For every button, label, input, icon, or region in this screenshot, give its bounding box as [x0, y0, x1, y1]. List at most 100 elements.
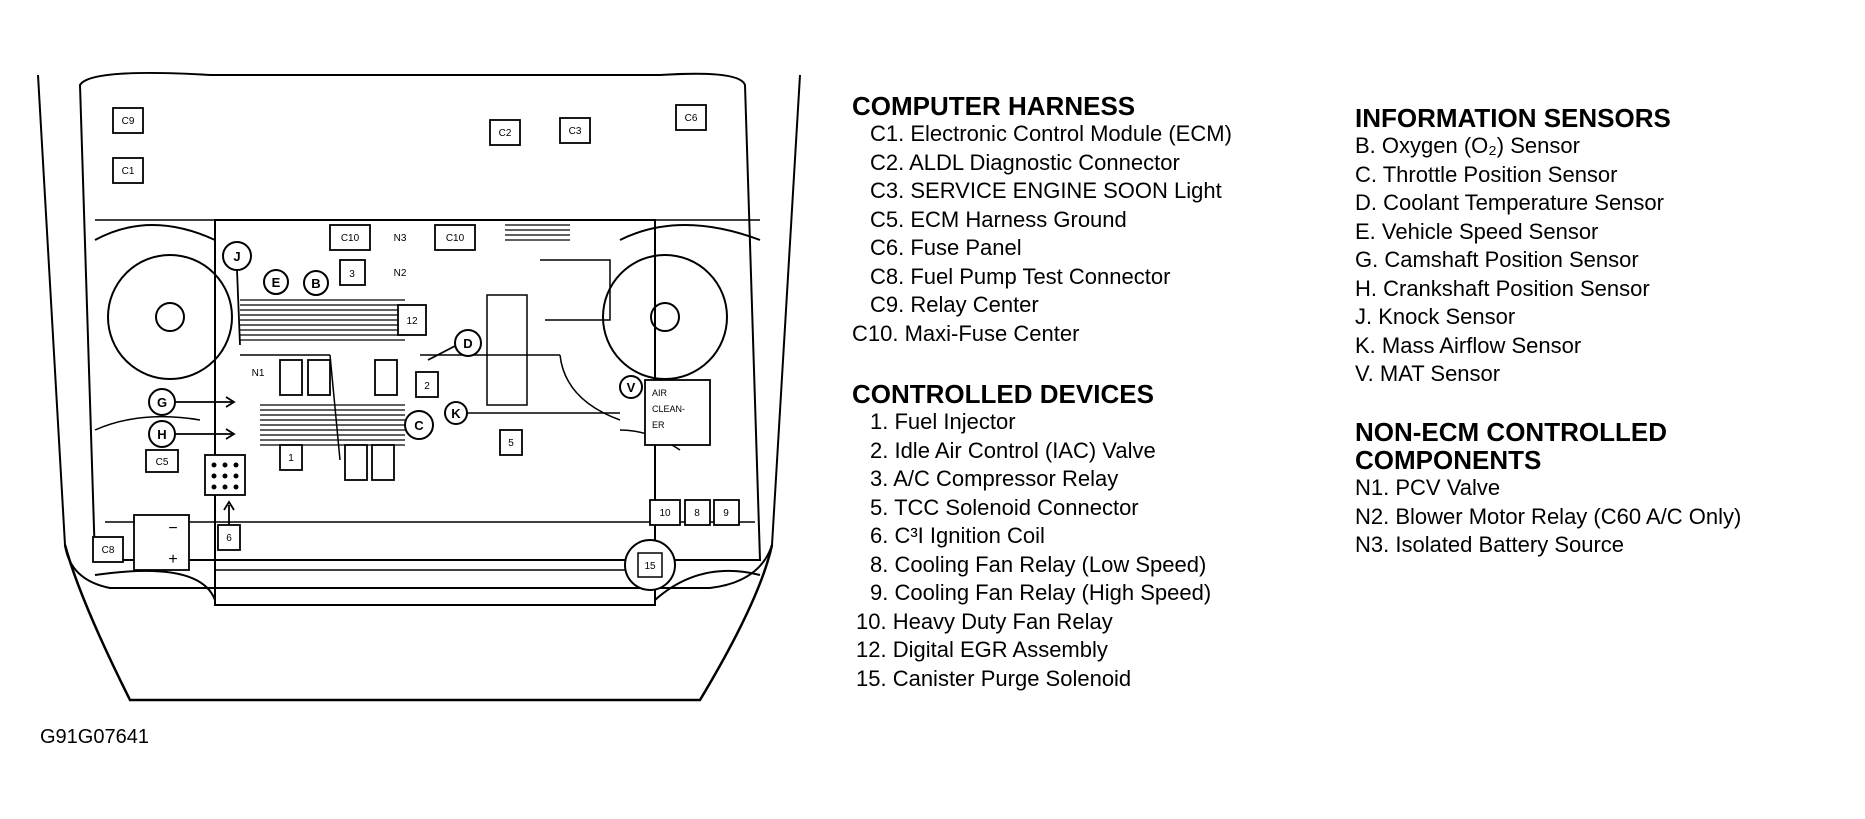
box-c10a [329, 224, 371, 251]
legend-item: 2. Idle Air Control (IAC) Valve [870, 437, 1156, 463]
legend-item: 5. TCC Solenoid Connector [870, 494, 1139, 520]
label-j: J [233, 249, 240, 264]
figure-id: G91G07641 [40, 726, 149, 748]
label-n1: N1 [252, 368, 265, 379]
box-1c [374, 359, 398, 396]
label-c3: C3 [569, 126, 582, 137]
legend-item: 15. Canister Purge Solenoid [856, 665, 1132, 691]
heading-non-ecm-line1: NON-ECM CONTROLLED [1355, 417, 1667, 447]
compartment-outline [78, 72, 762, 561]
legend-item: N3. Isolated Battery Source [1355, 532, 1625, 557]
legend-item: 12. Digital EGR Assembly [856, 637, 1108, 662]
label-9: 9 [723, 508, 729, 519]
box-9 [713, 499, 740, 526]
box-c10b [434, 224, 476, 251]
box-c1 [112, 157, 144, 184]
legend-item: C8. Fuel Pump Test Connector [870, 263, 1171, 289]
box-1e [344, 444, 368, 481]
heading-information-sensors: INFORMATION SENSORS [1355, 103, 1671, 133]
legend-item: C5. ECM Harness Ground [870, 206, 1127, 232]
box-2 [415, 371, 439, 398]
legend-information-sensors: INFORMATION SENSORS B. Oxygen (O₂) Senso… [1355, 104, 1671, 389]
label-c5: C5 [156, 457, 169, 468]
legend-item: C6. Fuse Panel [870, 235, 1022, 260]
label-n2: N2 [394, 268, 407, 279]
legend-non-ecm: NON-ECM CONTROLLED COMPONENTS N1. PCV Va… [1355, 418, 1741, 560]
legend-item: 10. Heavy Duty Fan Relay [856, 608, 1113, 634]
legend-item: C. Throttle Position Sensor [1355, 161, 1618, 187]
legend-item: 8. Cooling Fan Relay (Low Speed) [870, 551, 1207, 577]
heading-computer-harness: COMPUTER HARNESS [852, 91, 1136, 121]
label-2: 2 [424, 381, 430, 392]
battery-minus: − [168, 520, 177, 537]
label-b: B [311, 276, 320, 291]
battery [133, 514, 190, 571]
battery-plus: + [168, 551, 177, 568]
sensor-c [404, 410, 434, 440]
label-clean: CLEAN- [652, 404, 685, 414]
label-c8: C8 [102, 545, 115, 556]
label-8: 8 [694, 508, 700, 519]
box-c3 [559, 117, 591, 144]
label-d: D [463, 336, 472, 351]
legend-item: G. Camshaft Position Sensor [1355, 247, 1639, 272]
legend-item: C3. SERVICE ENGINE SOON Light [870, 178, 1222, 203]
label-c10a: C10 [341, 233, 360, 244]
box-5 [499, 429, 523, 456]
box-c2 [489, 119, 521, 146]
sensor-k [444, 401, 468, 425]
sensor-d [454, 329, 482, 357]
box-8 [684, 499, 711, 526]
heading-controlled-devices: CONTROLLED DEVICES [852, 379, 1154, 409]
label-k: K [451, 406, 461, 421]
box-1b [307, 359, 331, 396]
label-e: E [272, 275, 281, 290]
box-10 [649, 499, 681, 526]
box-c5 [145, 449, 179, 473]
legend-item: 3. A/C Compressor Relay [870, 466, 1119, 491]
box-3 [339, 259, 366, 286]
legend-item: C1. Electronic Control Module (ECM) [870, 121, 1232, 146]
label-12: 12 [406, 316, 418, 327]
label-h: H [157, 427, 166, 442]
legend-item: 9. Cooling Fan Relay (High Speed) [870, 580, 1212, 605]
label-1: 1 [288, 453, 294, 464]
legend-computer-harness: COMPUTER HARNESS C1. Electronic Control … [852, 92, 1232, 348]
legend-item: V. MAT Sensor [1355, 361, 1501, 386]
legend-controlled-devices: CONTROLLED DEVICES 1. Fuel Injector 2. I… [852, 380, 1211, 693]
sensor-e [263, 269, 289, 295]
sensor-v [619, 375, 643, 399]
legend-item: B. Oxygen (O₂) Sensor [1355, 133, 1580, 158]
label-c1: C1 [122, 166, 135, 177]
label-c: C [414, 418, 424, 433]
legend-item: C9. Relay Center [870, 292, 1039, 317]
box-1a [279, 359, 303, 396]
legend-item: 6. C³I Ignition Coil [870, 523, 1045, 548]
left-wheel [107, 254, 233, 380]
legend-item: D. Coolant Temperature Sensor [1355, 190, 1664, 215]
label-c9: C9 [122, 116, 135, 127]
legend-item: H. Crankshaft Position Sensor [1355, 275, 1650, 301]
label-c10b: C10 [446, 233, 465, 244]
label-c2: C2 [499, 128, 512, 139]
label-n3: N3 [394, 233, 407, 244]
label-10: 10 [659, 508, 671, 519]
label-g: G [157, 395, 167, 410]
bumper-outline [63, 544, 774, 702]
label-v: V [627, 380, 636, 395]
legend-item: E. Vehicle Speed Sensor [1355, 218, 1599, 244]
label-6: 6 [226, 533, 232, 544]
label-air: AIR [652, 388, 668, 398]
legend-item: J. Knock Sensor [1355, 304, 1516, 329]
box-c6 [675, 104, 707, 131]
box-c8 [92, 536, 124, 563]
label-15: 15 [644, 561, 656, 572]
legend-item: N2. Blower Motor Relay (C60 A/C Only) [1355, 503, 1742, 529]
legend-item: K. Mass Airflow Sensor [1355, 332, 1582, 358]
box-1f [371, 444, 395, 481]
legend-item: C10. Maxi-Fuse Center [852, 320, 1080, 346]
engine-compartment-diagram: C9 C1 C2 C3 C6 C10 C10 N3 N2 3 12 2 1 5 … [37, 72, 801, 702]
legend-item: N1. PCV Valve [1355, 475, 1501, 500]
sensor-b [303, 270, 329, 296]
box-1d [279, 444, 303, 471]
